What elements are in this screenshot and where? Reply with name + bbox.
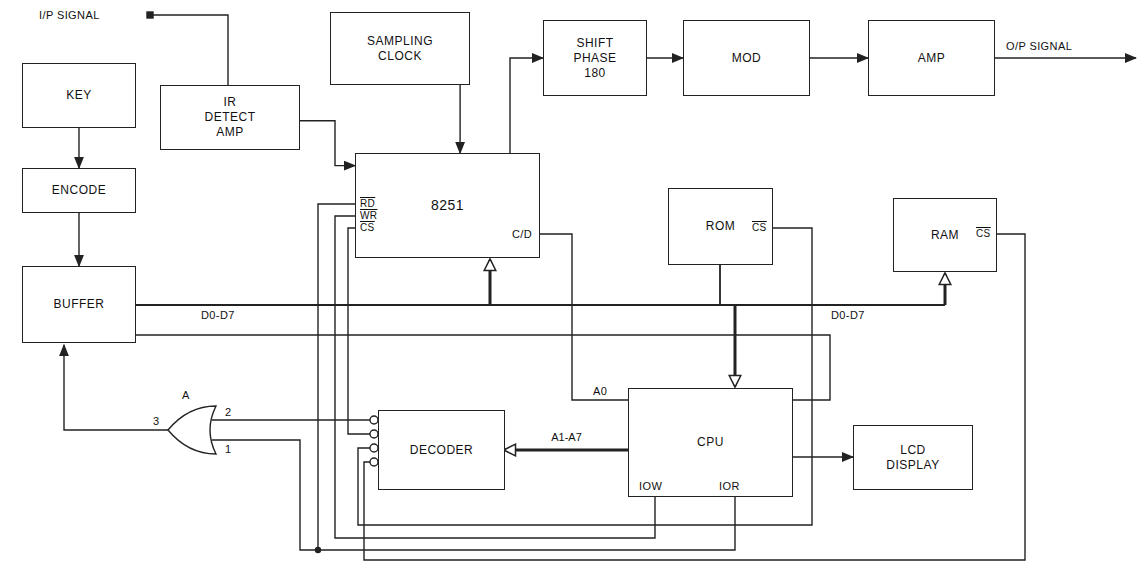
output-wire (995, 57, 1136, 58)
pin-name: CS (359, 222, 376, 234)
box-label: ROM (706, 219, 736, 234)
cs-ram-wire (364, 234, 1025, 560)
gate-name: A (181, 389, 191, 401)
box-label: CPU (697, 435, 724, 450)
signal-arrow (810, 57, 868, 58)
bus-name: D0-D7 (830, 309, 866, 321)
signal-name: O/P SIGNAL (1005, 40, 1073, 52)
input-terminal (147, 12, 153, 18)
pin-number: 1 (224, 443, 233, 455)
decoder-bubble (370, 430, 378, 438)
input-wire (153, 15, 228, 85)
rom-bus-wire (719, 265, 721, 305)
process-box: BUFFER (22, 266, 136, 343)
box-label: SAMPLING CLOCK (355, 34, 445, 64)
pin-name: A0 (592, 385, 608, 397)
input-box: KEY (22, 63, 136, 128)
data-bus (136, 304, 945, 306)
a0-wire (540, 234, 628, 400)
box-label: ENCODE (52, 183, 106, 198)
cs-rom-wire (358, 228, 812, 525)
address-bus-arrow (505, 449, 628, 452)
box-label: LCD DISPLAY (880, 443, 946, 473)
pin-number: 3 (152, 415, 161, 427)
or-input-2-wire (212, 419, 370, 420)
or-gate-symbol (168, 406, 216, 454)
junction-dot (316, 548, 321, 553)
signal-arrow (300, 121, 355, 166)
box-label: BUFFER (54, 297, 105, 312)
bus-name: D0-D7 (200, 309, 236, 321)
process-box: MOD (683, 20, 810, 96)
box-label: RAM (931, 228, 959, 243)
box-label: SHIFT PHASE 180 (569, 36, 621, 81)
signal-arrow (459, 85, 461, 153)
signal-arrow (647, 57, 683, 58)
bus-arrow-cpu (734, 305, 737, 386)
signal-name: I/P SIGNAL (38, 9, 101, 21)
decoder-bubble (370, 416, 378, 424)
pin-name: IOW (638, 480, 663, 492)
buffer-enable-wire (64, 345, 168, 430)
decoder-box: DECODER (378, 410, 505, 490)
signal-arrow (78, 128, 79, 168)
bus-label: A1-A7 (549, 431, 584, 443)
cs-8251-wire (348, 228, 370, 434)
signal-arrow (793, 456, 853, 457)
amplifier-box: AMP (868, 20, 995, 96)
box-label: 8251 (431, 198, 464, 213)
pin-name: IOR (718, 480, 741, 492)
box-label: KEY (66, 88, 92, 103)
pin-name: RD (359, 198, 376, 210)
process-box: SHIFT PHASE 180 (543, 20, 647, 96)
pin-name: WR (359, 210, 378, 222)
clock-box: SAMPLING CLOCK (330, 12, 470, 85)
signal-arrow (510, 58, 543, 153)
box-label: AMP (918, 51, 946, 66)
bus-arrow-ram (944, 274, 947, 305)
decoder-bubble (370, 458, 378, 466)
decoder-bubble (370, 444, 378, 452)
pin-number: 2 (224, 406, 233, 418)
pin-name: C/D (511, 228, 533, 240)
signal-arrow (78, 213, 79, 266)
pin-name: CS (751, 222, 768, 234)
wr-iow-wire (335, 216, 655, 538)
pin-name: CS (975, 228, 992, 240)
bus-arrow-8251 (489, 260, 492, 305)
box-label: IR DETECT AMP (199, 95, 261, 140)
or-input-1-wire (212, 440, 318, 550)
box-label: MOD (732, 51, 762, 66)
amplifier-box: IR DETECT AMP (160, 85, 300, 150)
display-box: LCD DISPLAY (853, 425, 973, 490)
box-label: DECODER (410, 443, 474, 458)
signal-wires (64, 12, 1136, 560)
usart-box: 8251 (355, 153, 540, 258)
process-box: ENCODE (22, 168, 136, 213)
